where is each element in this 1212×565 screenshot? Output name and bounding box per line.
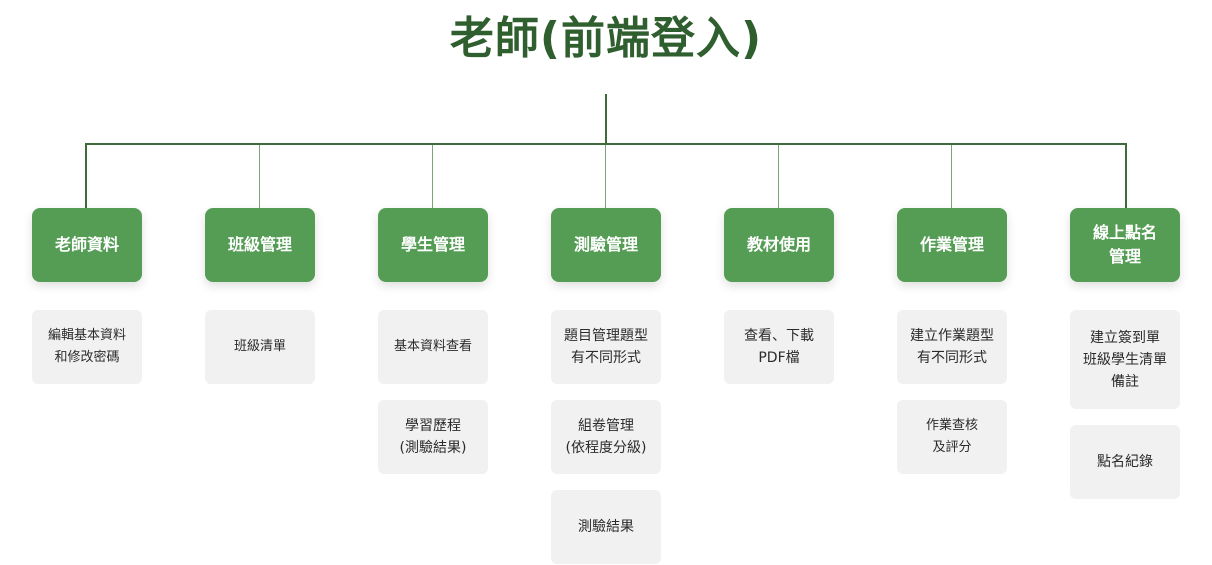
subnode-class-list[interactable]: 班級清單 (205, 310, 315, 384)
subnode-create-signin[interactable]: 建立簽到單 班級學生清單 備註 (1070, 310, 1180, 409)
column-class-management: 班級管理 班級清單 (205, 208, 315, 384)
node-homework-management[interactable]: 作業管理 (897, 208, 1007, 282)
node-class-management[interactable]: 班級管理 (205, 208, 315, 282)
subnode-create-homework[interactable]: 建立作業題型 有不同形式 (897, 310, 1007, 384)
node-student-management[interactable]: 學生管理 (378, 208, 488, 282)
subnode-homework-review[interactable]: 作業查核 及評分 (897, 400, 1007, 474)
node-materials[interactable]: 教材使用 (724, 208, 834, 282)
drop-5 (778, 145, 779, 208)
drop-left (85, 143, 87, 208)
page-title: 老師(前端登入) (449, 13, 763, 64)
subnode-view-basic-info[interactable]: 基本資料查看 (378, 310, 488, 384)
subnode-learning-history[interactable]: 學習歷程 (測驗結果) (378, 400, 488, 474)
drop-6 (951, 145, 952, 208)
subnode-question-management[interactable]: 題目管理題型 有不同形式 (551, 310, 661, 384)
column-materials: 教材使用 查看、下載 PDF檔 (724, 208, 834, 384)
subnode-test-results[interactable]: 測驗結果 (551, 490, 661, 564)
drop-2 (259, 145, 260, 208)
column-roll-call: 線上點名 管理 建立簽到單 班級學生清單 備註 點名紀錄 (1070, 208, 1180, 499)
column-test-management: 測驗管理 題目管理題型 有不同形式 組卷管理 (依程度分級) 測驗結果 (551, 208, 661, 564)
node-test-management[interactable]: 測驗管理 (551, 208, 661, 282)
trunk-line (605, 94, 607, 145)
subnode-view-download-pdf[interactable]: 查看、下載 PDF檔 (724, 310, 834, 384)
subnode-paper-assembly[interactable]: 組卷管理 (依程度分級) (551, 400, 661, 474)
column-homework-management: 作業管理 建立作業題型 有不同形式 作業查核 及評分 (897, 208, 1007, 474)
column-teacher-profile: 老師資料 編輯基本資料 和修改密碼 (32, 208, 142, 384)
node-teacher-profile[interactable]: 老師資料 (32, 208, 142, 282)
node-roll-call[interactable]: 線上點名 管理 (1070, 208, 1180, 282)
subnode-roll-call-records[interactable]: 點名紀錄 (1070, 425, 1180, 499)
drop-right (1125, 143, 1127, 208)
drop-4 (605, 145, 606, 208)
subnode-edit-profile[interactable]: 編輯基本資料 和修改密碼 (32, 310, 142, 384)
drop-3 (432, 145, 433, 208)
branch-bar (85, 143, 1127, 145)
column-student-management: 學生管理 基本資料查看 學習歷程 (測驗結果) (378, 208, 488, 474)
